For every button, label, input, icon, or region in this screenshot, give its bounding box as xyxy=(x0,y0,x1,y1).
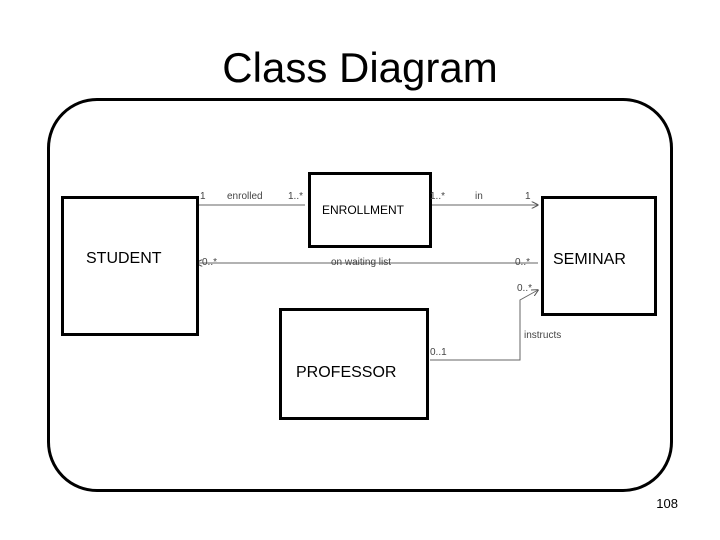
student-class[interactable] xyxy=(61,196,199,336)
instructs-line xyxy=(430,290,538,361)
professor-label: PROFESSOR xyxy=(296,364,397,381)
waiting-list-label: on waiting list xyxy=(331,257,392,268)
enrolled-mult-enrollment: 1..* xyxy=(288,191,304,202)
enrollment-class[interactable] xyxy=(308,172,432,248)
in-label: in xyxy=(475,191,483,202)
enrolled-mult-student: 1 xyxy=(200,191,206,202)
in-mult-seminar: 1 xyxy=(525,191,531,202)
diagram-frame xyxy=(47,98,673,492)
enrollment-label: ENROLLMENT xyxy=(322,203,405,217)
professor-class[interactable] xyxy=(279,308,429,420)
page-number: 108 xyxy=(656,496,678,511)
in-mult-enrollment: 1..* xyxy=(430,191,446,202)
instructs-mult-seminar: 0..* xyxy=(517,283,533,294)
student-label: STUDENT xyxy=(86,250,162,267)
instructs-label: instructs xyxy=(524,330,562,341)
enrolled-label: enrolled xyxy=(227,191,263,202)
seminar-class[interactable] xyxy=(541,196,657,316)
instructs-mult-professor: 0..1 xyxy=(430,347,447,358)
seminar-label: SEMINAR xyxy=(553,251,626,268)
waiting-list-mult-student: 0..* xyxy=(202,257,218,268)
slide-title: Class Diagram xyxy=(222,44,498,91)
waiting-list-mult-seminar: 0..* xyxy=(515,257,531,268)
